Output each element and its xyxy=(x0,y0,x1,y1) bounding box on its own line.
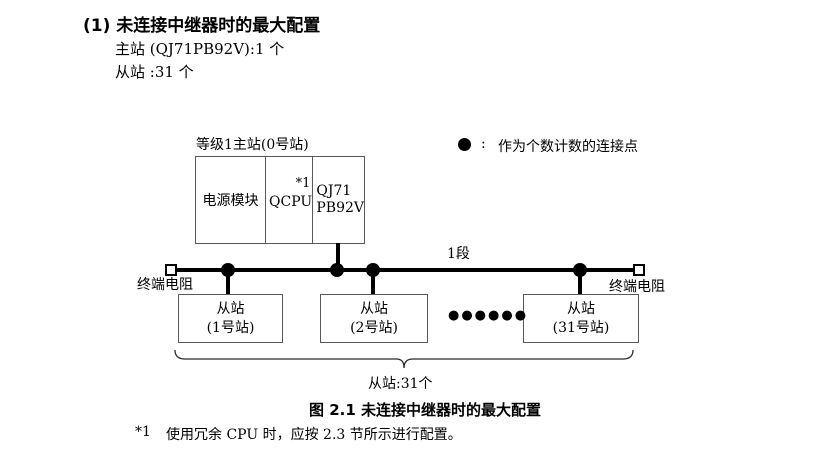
slave1-label-line1: 从站 xyxy=(216,300,245,317)
power-module-cell: 电源模块 xyxy=(196,157,267,243)
module-name-line2: PB92V xyxy=(316,200,364,216)
cpu-cell: *1 QCPU xyxy=(266,157,314,243)
slave31-drop-line xyxy=(578,270,582,295)
legend-colon: : xyxy=(481,136,486,152)
master-drop-line xyxy=(336,243,340,269)
brace-label: 从站:31个 xyxy=(368,376,433,392)
slave2-label-line1: 从站 xyxy=(360,300,388,317)
bus-segment-line xyxy=(171,268,640,272)
master-count-line: 主站 (QJ71PB92V):1 个 xyxy=(115,40,285,58)
slave31-label-line1: 从站 xyxy=(567,300,595,317)
legend-label: 作为个数计数的连接点 xyxy=(498,139,638,155)
slave-count-line: 从站 :31 个 xyxy=(115,63,194,81)
footnote-marker: *1 xyxy=(135,424,151,440)
slave-station-box-1: 从站 (1号站) xyxy=(178,294,283,343)
cpu-footnote-marker: *1 xyxy=(295,176,311,191)
terminating-resistor-left xyxy=(165,264,177,276)
module-name-line1: QJ71 xyxy=(316,182,352,199)
terminating-resistor-right-label: 终端电阻 xyxy=(609,279,665,295)
slave-station-box-31: 从站 (31号站) xyxy=(523,294,639,343)
segment-1-label: 1段 xyxy=(447,246,470,262)
slave-station-box-2: 从站 (2号站) xyxy=(320,294,428,343)
connection-point-dot xyxy=(330,263,344,277)
slave31-label-line2: (31号站) xyxy=(552,319,610,336)
continuation-dots: ●●●●●● xyxy=(448,308,529,323)
legend-connection-point-icon xyxy=(458,138,471,151)
cpu-label: QCPU xyxy=(269,194,313,210)
terminating-resistor-right xyxy=(633,264,645,276)
section-heading: (1) 未连接中继器时的最大配置 xyxy=(83,16,321,36)
slave2-drop-line xyxy=(371,270,375,295)
master-station-box: 电源模块 *1 QCPU QJ71 PB92V xyxy=(195,156,365,244)
slave1-drop-line xyxy=(226,270,230,295)
underbrace xyxy=(174,349,634,369)
slave1-label-line2: (1号站) xyxy=(206,319,255,336)
master-station-label: 等级1主站(0号站) xyxy=(196,137,309,153)
terminating-resistor-left-label: 终端电阻 xyxy=(137,277,193,293)
footnote-text: 使用冗余 CPU 时，应按 2.3 节所示进行配置。 xyxy=(166,427,462,443)
figure-caption: 图 2.1 未连接中继器时的最大配置 xyxy=(308,401,542,419)
pb92v-module-cell: QJ71 PB92V xyxy=(313,157,364,243)
slave2-label-line2: (2号站) xyxy=(350,319,398,336)
